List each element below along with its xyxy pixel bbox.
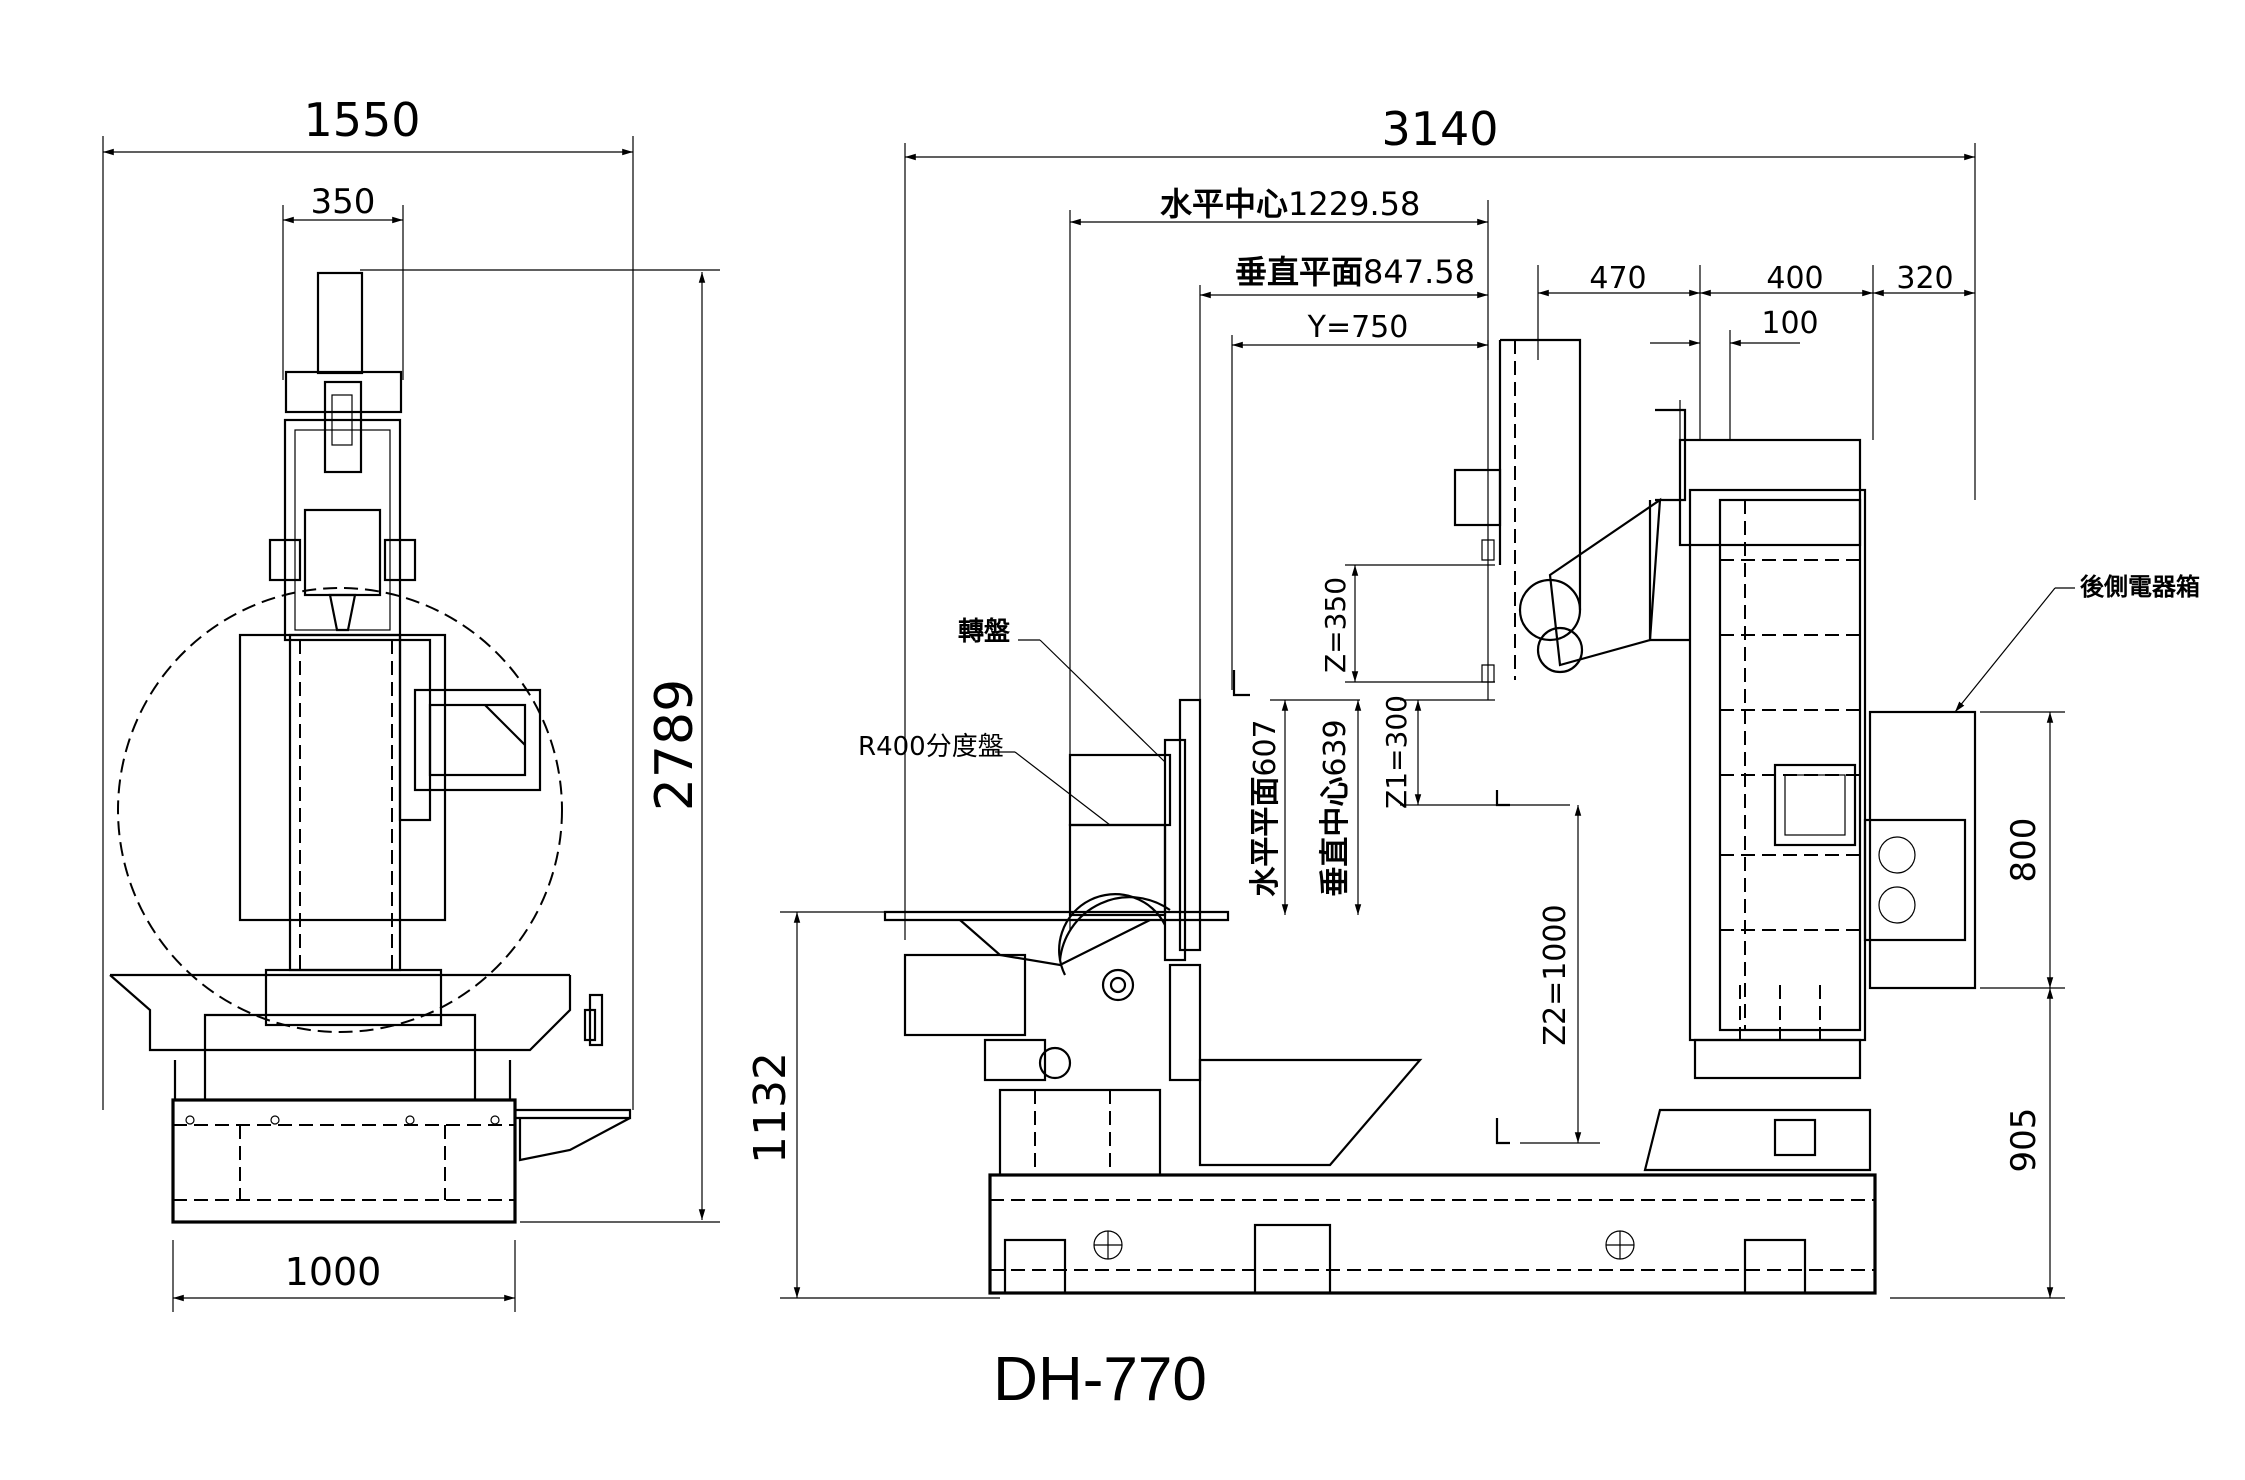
model-title: DH-770 (993, 1345, 1207, 1414)
svg-text:水平平面607: 水平平面607 (1248, 719, 1283, 896)
horizontal-plane-label: 水平平面 (1248, 777, 1283, 897)
svg-text:垂直平面847.58: 垂直平面847.58 (1235, 253, 1475, 291)
turntable-callout: 轉盤 (958, 616, 1011, 647)
svg-text:水平中心1229.58: 水平中心1229.58 (1160, 185, 1420, 223)
front-width-dimension: 1550 (303, 93, 420, 147)
horizontal-plane-value: 607 (1248, 719, 1283, 776)
vertical-plane-label: 垂直平面 (1235, 253, 1363, 291)
indexer-callout: R400分度盤 (858, 732, 1004, 762)
vertical-center-value: 639 (1318, 719, 1353, 776)
dim-470: 470 (1589, 261, 1646, 296)
dim-100: 100 (1761, 306, 1818, 341)
dim-320: 320 (1896, 261, 1953, 296)
cabinet-height-dimension: 800 (2004, 818, 2044, 883)
cabinet-base-height-dimension: 905 (2004, 1108, 2044, 1173)
vertical-plane-value: 847.58 (1363, 253, 1475, 291)
base-width-dimension: 1000 (285, 1250, 382, 1294)
y-travel-dimension: Y=750 (1307, 310, 1409, 345)
z-travel-dimension: Z=350 (1319, 577, 1352, 673)
dim-400: 400 (1766, 261, 1823, 296)
table-height-dimension: 1132 (745, 1052, 796, 1164)
front-height-dimension: 2789 (645, 679, 705, 811)
z2-travel-dimension: Z2=1000 (1538, 904, 1573, 1045)
callouts: 轉盤 R400分度盤 後側電器箱 (858, 573, 2200, 826)
side-view: 3140 水平中心1229.58 垂直平面847.58 Y=750 470 40… (745, 102, 2065, 1299)
horizontal-center-label: 水平中心 (1160, 185, 1288, 223)
horizontal-center-value: 1229.58 (1288, 185, 1420, 223)
svg-text:垂直中心639: 垂直中心639 (1318, 719, 1353, 896)
z1-travel-dimension: Z1=300 (1380, 695, 1413, 809)
vertical-center-label: 垂直中心 (1318, 777, 1353, 897)
rear-electrical-box-callout: 後側電器箱 (2080, 573, 2200, 601)
side-length-dimension: 3140 (1381, 102, 1498, 156)
head-width-dimension: 350 (311, 182, 376, 222)
front-view: 1550 350 2789 1000 (102, 93, 720, 1312)
